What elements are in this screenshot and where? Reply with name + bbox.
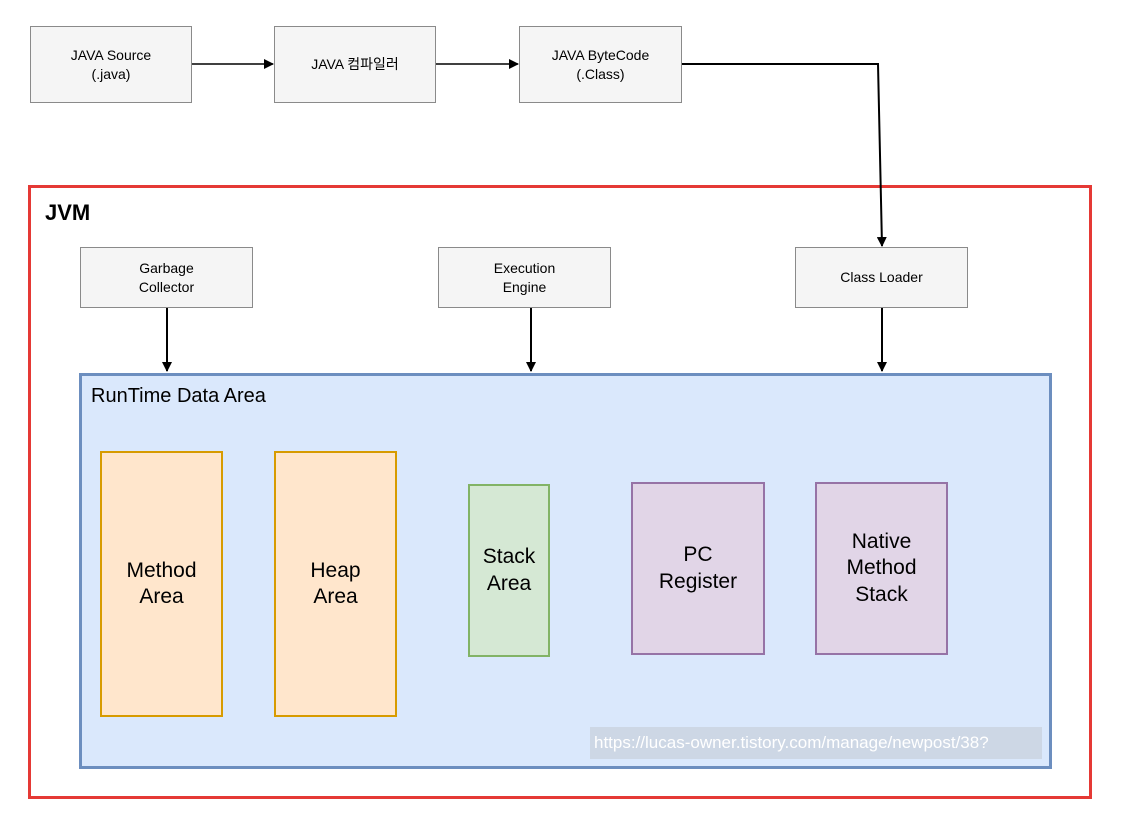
native-method-stack-node: Native Method Stack (815, 482, 948, 655)
watermark-url: https://lucas-owner.tistory.com/manage/n… (590, 727, 1042, 759)
java-compiler-node: JAVA 컴파일러 (274, 26, 436, 103)
class-loader-node: Class Loader (795, 247, 968, 308)
jvm-title: JVM (45, 200, 91, 225)
arrow-bytecode-to-classloader (682, 63, 887, 247)
execution-engine-node: Execution Engine (438, 247, 611, 308)
java-bytecode-node: JAVA ByteCode (.Class) (519, 26, 682, 103)
java-source-node: JAVA Source (.java) (30, 26, 192, 103)
heap-area-node: Heap Area (274, 451, 397, 717)
garbage-collector-node: Garbage Collector (80, 247, 253, 308)
method-area-node: Method Area (100, 451, 223, 717)
pc-register-node: PC Register (631, 482, 765, 655)
jvm-container (28, 185, 1092, 799)
stack-area-node: Stack Area (468, 484, 550, 657)
runtime-data-area-title: RunTime Data Area (91, 385, 266, 407)
